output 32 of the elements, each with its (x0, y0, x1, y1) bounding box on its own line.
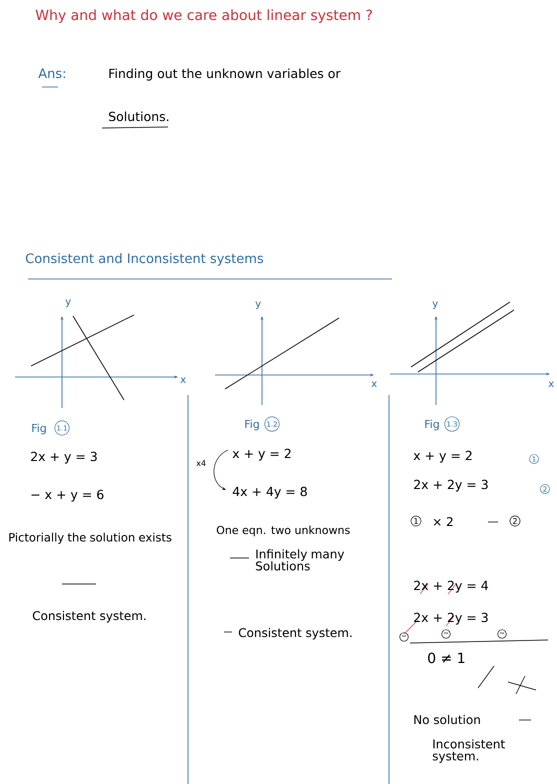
note-text: 0 ≠ 1 (428, 652, 464, 664)
note-text: Solutions. (109, 112, 168, 122)
note-text: − x + y = 6 (32, 490, 104, 502)
note-text: Inconsistent system. (432, 739, 505, 763)
note-text: Fig (245, 420, 259, 430)
note-text: Fig (425, 420, 439, 430)
note-text: Consistent and Inconsistent systems (26, 253, 264, 266)
note-text: Finding out the unknown variables or (109, 68, 341, 81)
note-text: × 2 (434, 517, 452, 526)
circled-number: 1 (410, 516, 422, 526)
note-text: Infinitely many Solutions (256, 549, 344, 570)
note-text: 4x + 4y = 8 (232, 486, 307, 499)
note-text: One eqn. two unknowns (216, 526, 350, 536)
title: Why and what do we care about linear system ? (36, 9, 372, 23)
note-text: 2x + y = 3 (31, 452, 97, 464)
note-text: y (432, 302, 438, 310)
answer-label: Ans: (38, 68, 65, 88)
note-text: Pictorially the solution exists (9, 532, 172, 544)
note-text: No solution (414, 714, 480, 724)
note-text: Fig (32, 424, 46, 434)
note-text: x (548, 382, 554, 387)
note-text: y (256, 302, 261, 310)
note-text: Consistent system. (32, 610, 146, 622)
note-text: x + y = 2 (414, 450, 472, 463)
note-text: 2x + 2y = 3 (414, 480, 488, 492)
note-text: x + y = 2 (232, 448, 291, 461)
note-text: y (66, 300, 71, 308)
note-text: x4 (196, 460, 206, 466)
note-text: x (180, 378, 186, 383)
note-text: Consistent system. (238, 628, 352, 640)
circled-number: 2 (510, 516, 520, 526)
note-text: x (371, 382, 377, 387)
